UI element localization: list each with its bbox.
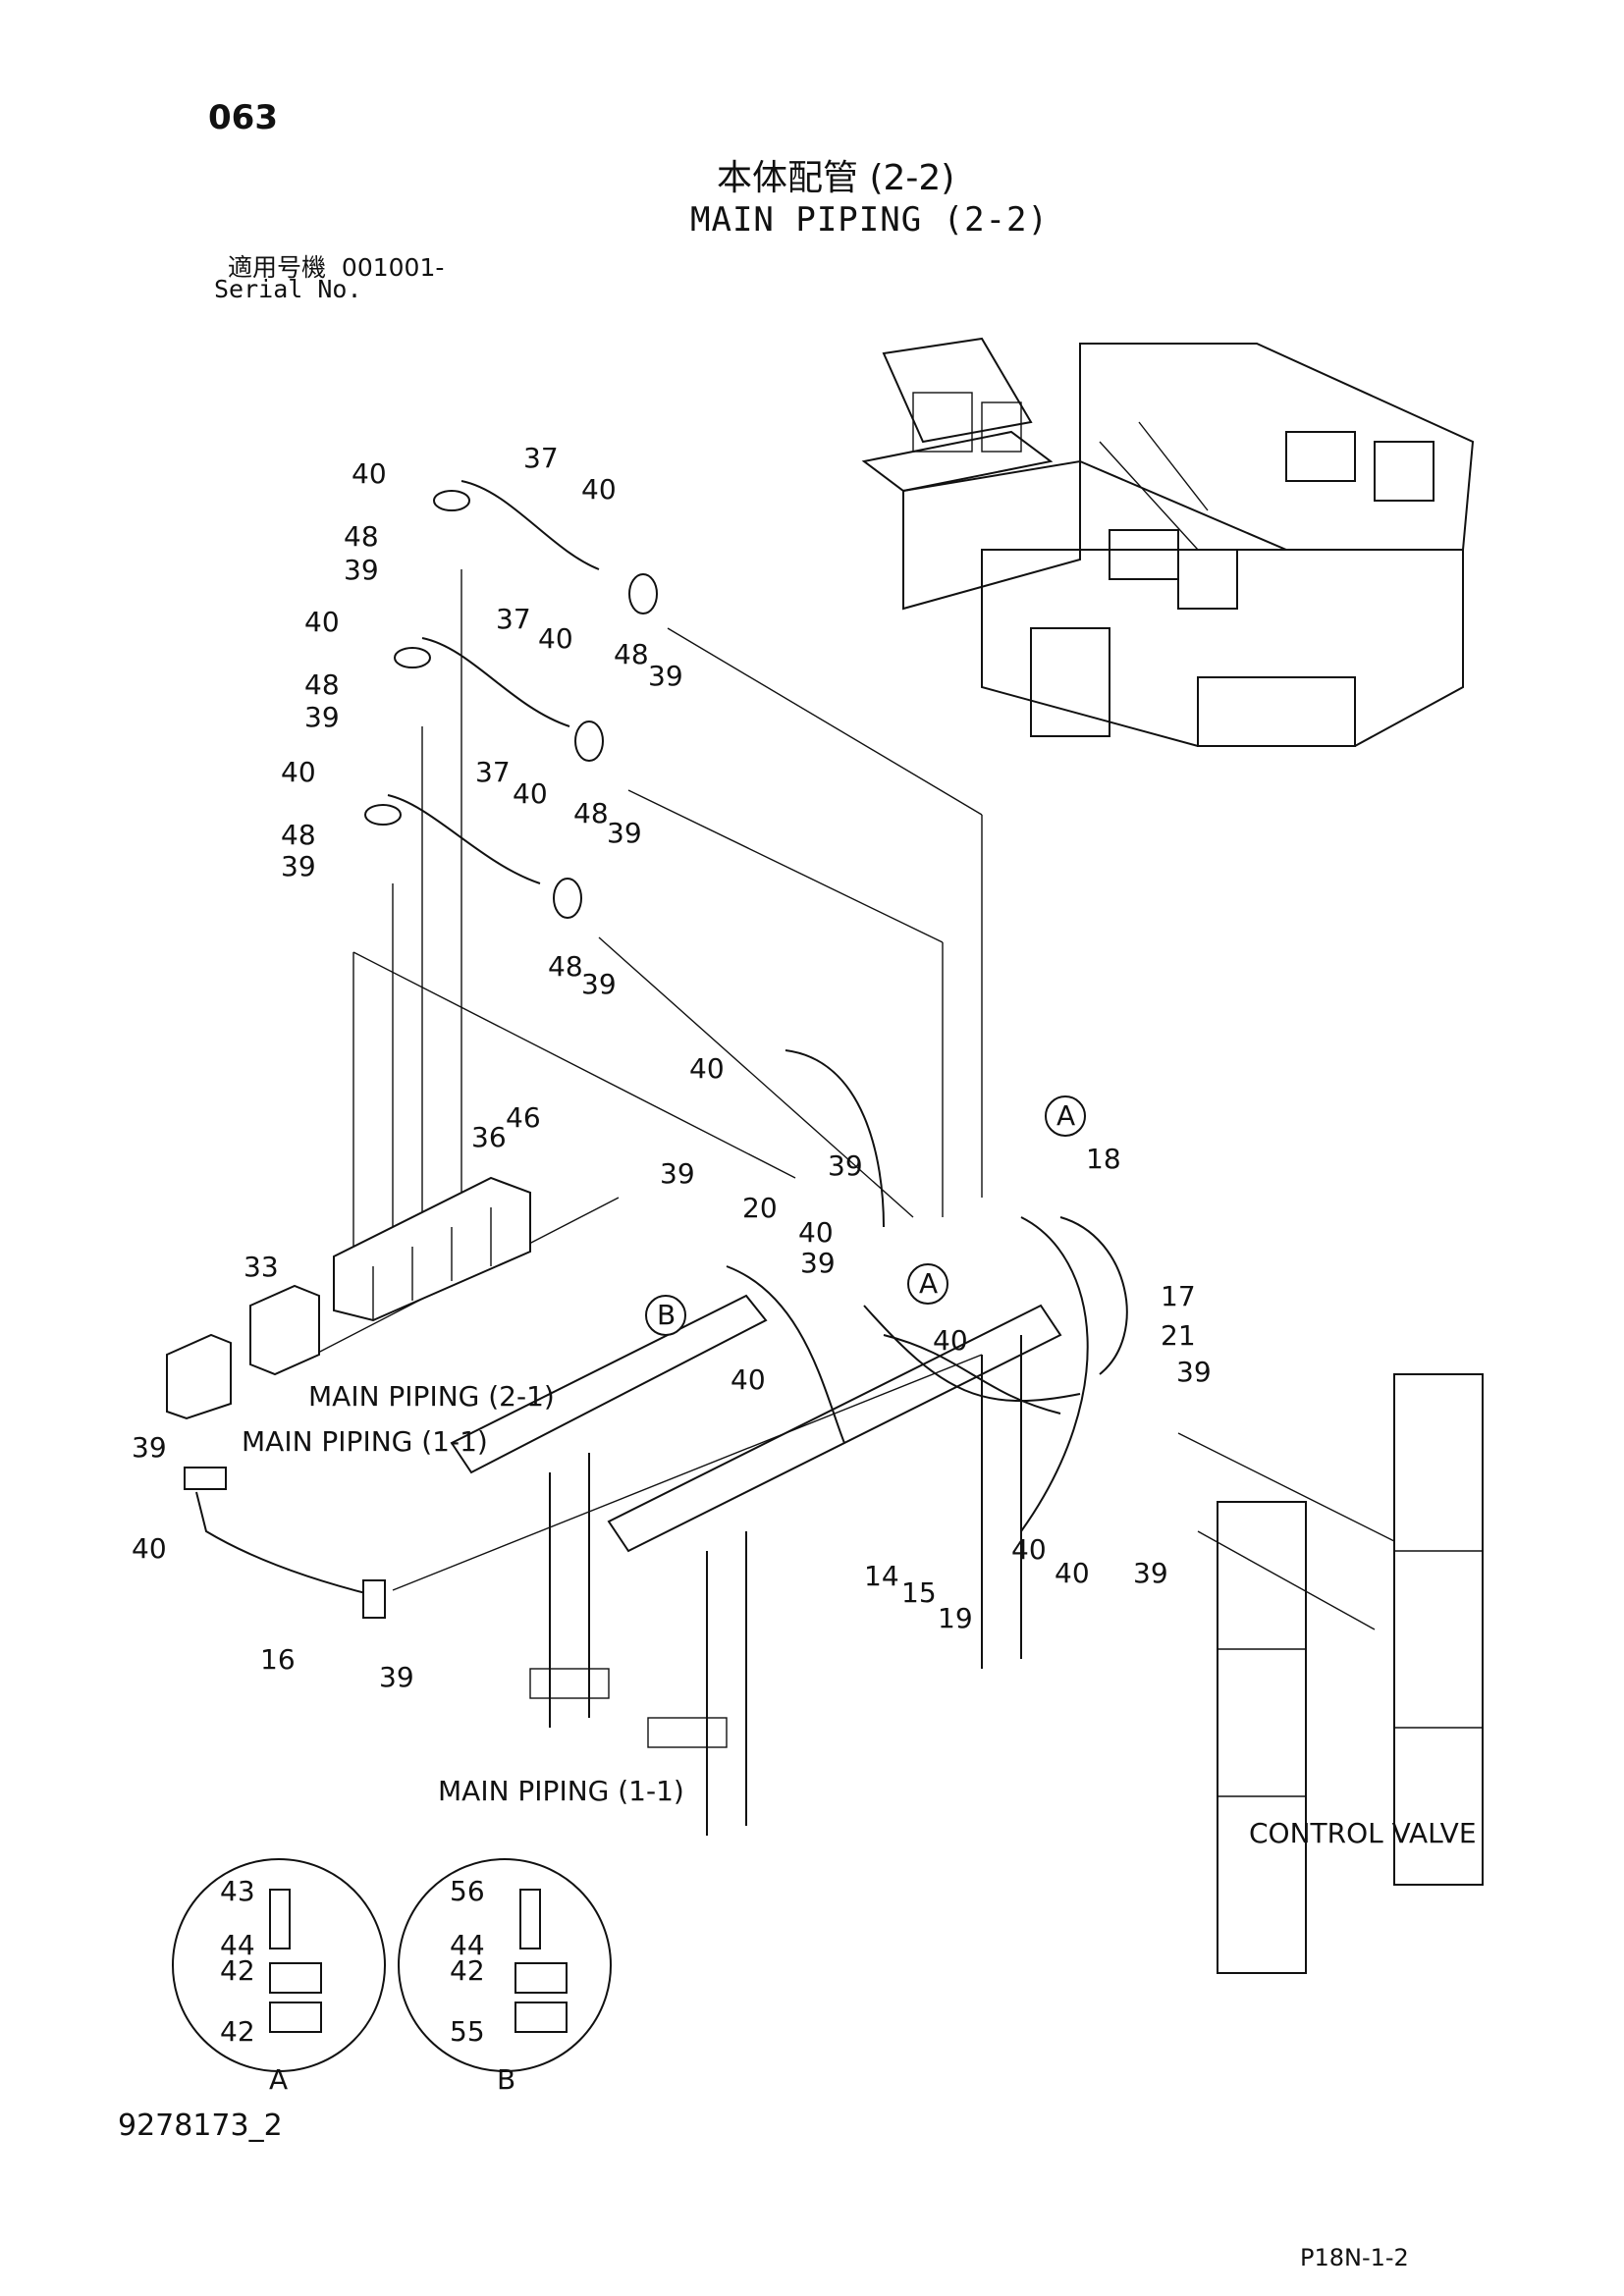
detail-label-a: A — [269, 2063, 288, 2096]
callout-40: 40 — [513, 777, 548, 810]
detail-ref-marker-a-mid — [907, 1263, 948, 1305]
callout-39: 39 — [379, 1661, 414, 1693]
detail-callout-44: 44 — [220, 1929, 255, 1961]
page-number: 063 — [208, 98, 278, 137]
callout-40: 40 — [581, 473, 617, 506]
callout-48: 48 — [281, 819, 316, 851]
detail-ref-a-mid: A — [919, 1267, 938, 1300]
callout-39: 39 — [132, 1431, 167, 1464]
callout-39: 39 — [1133, 1557, 1168, 1589]
document-id: 9278173_2 — [118, 2109, 283, 2143]
callout-40: 40 — [1011, 1533, 1047, 1566]
detail-callout-42: 42 — [450, 1954, 485, 1987]
title-japanese: 本体配管 (2-2) — [717, 158, 955, 198]
callout-40: 40 — [538, 622, 573, 655]
detail-callout-55: 55 — [450, 2015, 485, 2048]
callout-48: 48 — [614, 638, 649, 670]
callout-39: 39 — [304, 701, 340, 733]
serial-line-japanese: 適用号機 001001- — [228, 248, 444, 284]
callout-37: 37 — [496, 603, 531, 635]
callout-16: 16 — [260, 1643, 296, 1676]
detail-circle-a — [172, 1858, 386, 2072]
callout-36: 36 — [471, 1121, 507, 1153]
callout-15: 15 — [901, 1576, 937, 1609]
callout-48: 48 — [304, 668, 340, 701]
note-main-piping-1-1: MAIN PIPING (1-1) — [242, 1425, 488, 1458]
callout-37: 37 — [475, 756, 511, 788]
callout-39: 39 — [648, 660, 683, 692]
detail-callout-56: 56 — [450, 1875, 485, 1907]
callout-40: 40 — [352, 457, 387, 490]
callout-39: 39 — [660, 1157, 695, 1190]
manifold-block-33-36 — [166, 1176, 531, 1420]
callout-40: 40 — [933, 1324, 968, 1357]
callout-19: 19 — [938, 1602, 973, 1634]
serial-label-japanese: 適用号機 — [228, 253, 327, 282]
detail-ref-marker-b-mid — [645, 1295, 686, 1336]
callout-39: 39 — [281, 850, 316, 882]
note-main-piping-2-1: MAIN PIPING (2-1) — [308, 1380, 555, 1413]
callout-40: 40 — [1055, 1557, 1090, 1589]
callout-39: 39 — [581, 968, 617, 1000]
serial-value: 001001- — [341, 253, 445, 282]
title-english: MAIN PIPING (2-2) — [690, 200, 1049, 240]
callout-40: 40 — [281, 756, 316, 788]
callout-48: 48 — [344, 520, 379, 553]
pipe-16 — [184, 1467, 386, 1619]
callout-40: 40 — [132, 1532, 167, 1565]
detail-ref-b-mid: B — [657, 1299, 676, 1331]
leader-lines — [313, 569, 1395, 1630]
page-reference: P18N-1-2 — [1300, 2244, 1409, 2271]
callout-40: 40 — [304, 606, 340, 638]
callout-20: 20 — [742, 1192, 778, 1224]
callout-14: 14 — [864, 1560, 899, 1592]
frame-structure — [450, 1294, 1062, 1836]
callout-33: 33 — [244, 1251, 279, 1283]
detail-callout-42: 42 — [220, 1954, 255, 1987]
detail-ref-marker-a-top — [1045, 1095, 1086, 1137]
callout-39: 39 — [800, 1247, 836, 1279]
callout-39: 39 — [607, 817, 642, 849]
detail-ref-a-top: A — [1056, 1099, 1075, 1132]
control-valve-stacks — [1217, 1373, 1484, 1974]
detail-callout-44: 44 — [450, 1929, 485, 1961]
detail-circle-b — [398, 1858, 612, 2072]
callout-48: 48 — [573, 797, 609, 829]
detail-callout-42: 42 — [220, 2015, 255, 2048]
callout-48: 48 — [548, 950, 583, 983]
serial-label-english: Serial No. — [214, 275, 362, 303]
note-control-valve: CONTROL VALVE — [1249, 1817, 1477, 1849]
callout-46: 46 — [506, 1101, 541, 1134]
callout-39: 39 — [828, 1149, 863, 1182]
hose-assemblies-37 — [364, 480, 658, 919]
callout-39: 39 — [1176, 1356, 1212, 1388]
callout-21: 21 — [1161, 1319, 1196, 1352]
machine-overview-drawing — [861, 337, 1475, 747]
callout-40: 40 — [731, 1363, 766, 1396]
callout-18: 18 — [1086, 1143, 1121, 1175]
callout-40: 40 — [689, 1052, 725, 1085]
detail-label-b: B — [497, 2063, 515, 2096]
note-main-piping-1-1: MAIN PIPING (1-1) — [438, 1775, 684, 1807]
pipes-14-21 — [726, 1049, 1128, 1532]
callout-17: 17 — [1161, 1280, 1196, 1312]
detail-callout-43: 43 — [220, 1875, 255, 1907]
callout-39: 39 — [344, 554, 379, 586]
callout-40: 40 — [798, 1216, 834, 1249]
callout-37: 37 — [523, 442, 559, 474]
